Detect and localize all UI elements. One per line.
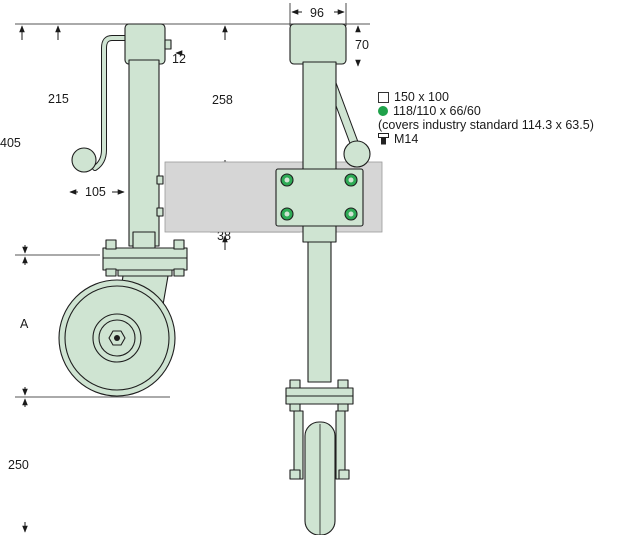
legend-note-label: (covers industry standard 114.3 x 63.5) — [378, 118, 594, 132]
dim-handle-reach: 105 — [85, 185, 106, 199]
dim-pin: 12 — [172, 52, 186, 66]
flange-bolt — [337, 379, 349, 389]
dim-bottom: 250 — [8, 458, 29, 472]
legend-plate: 150 x 100 — [378, 90, 642, 104]
legend-plate-label: 150 x 100 — [394, 90, 449, 104]
flange-bolt — [289, 379, 301, 389]
top-cap — [124, 23, 166, 65]
crank-handle — [92, 35, 130, 171]
bolt-icon — [378, 133, 389, 145]
flange-bolt — [289, 403, 301, 412]
lever-knob — [343, 140, 371, 168]
legend-bolt-label: M14 — [394, 132, 419, 146]
legend-holes: 118/110 x 66/60 — [378, 104, 642, 118]
mounting-holes — [280, 173, 358, 221]
front-view — [275, 23, 371, 535]
crank-knob — [71, 147, 97, 173]
flange-bolt — [105, 239, 117, 250]
dim-tube-length: 258 — [212, 93, 233, 107]
dim-top-height: 70 — [355, 38, 369, 52]
clamp-bolt — [156, 175, 164, 185]
bracket-plate — [275, 168, 364, 227]
flange-bolt — [105, 268, 117, 277]
legend-bolt: M14 — [378, 132, 642, 146]
legend-holes-label: 118/110 x 66/60 — [393, 104, 481, 118]
front-inner-tube — [307, 241, 332, 383]
fork-leg — [335, 410, 346, 480]
dim-wheel: A — [20, 317, 29, 331]
legend-note: (covers industry standard 114.3 x 63.5) — [378, 118, 642, 132]
dim-top-width: 96 — [310, 6, 324, 20]
plate-square-icon — [378, 91, 389, 103]
dim-handle-overall: 405 — [0, 136, 21, 150]
fork-leg — [293, 410, 304, 480]
hole-dot-icon — [378, 106, 388, 116]
front-top-cap — [289, 23, 347, 65]
flange-bolt — [173, 239, 185, 250]
clamp-bolt — [156, 207, 164, 217]
dim-handle-height: 215 — [48, 92, 69, 106]
flange-bolt — [173, 268, 185, 277]
pin — [164, 39, 172, 50]
flange-bolt — [337, 403, 349, 412]
dim-bracket-offset: 38 — [217, 229, 231, 243]
legend: 150 x 100 118/110 x 66/60 (covers indust… — [378, 90, 642, 146]
outer-tube — [128, 59, 160, 247]
side-view — [58, 23, 188, 397]
